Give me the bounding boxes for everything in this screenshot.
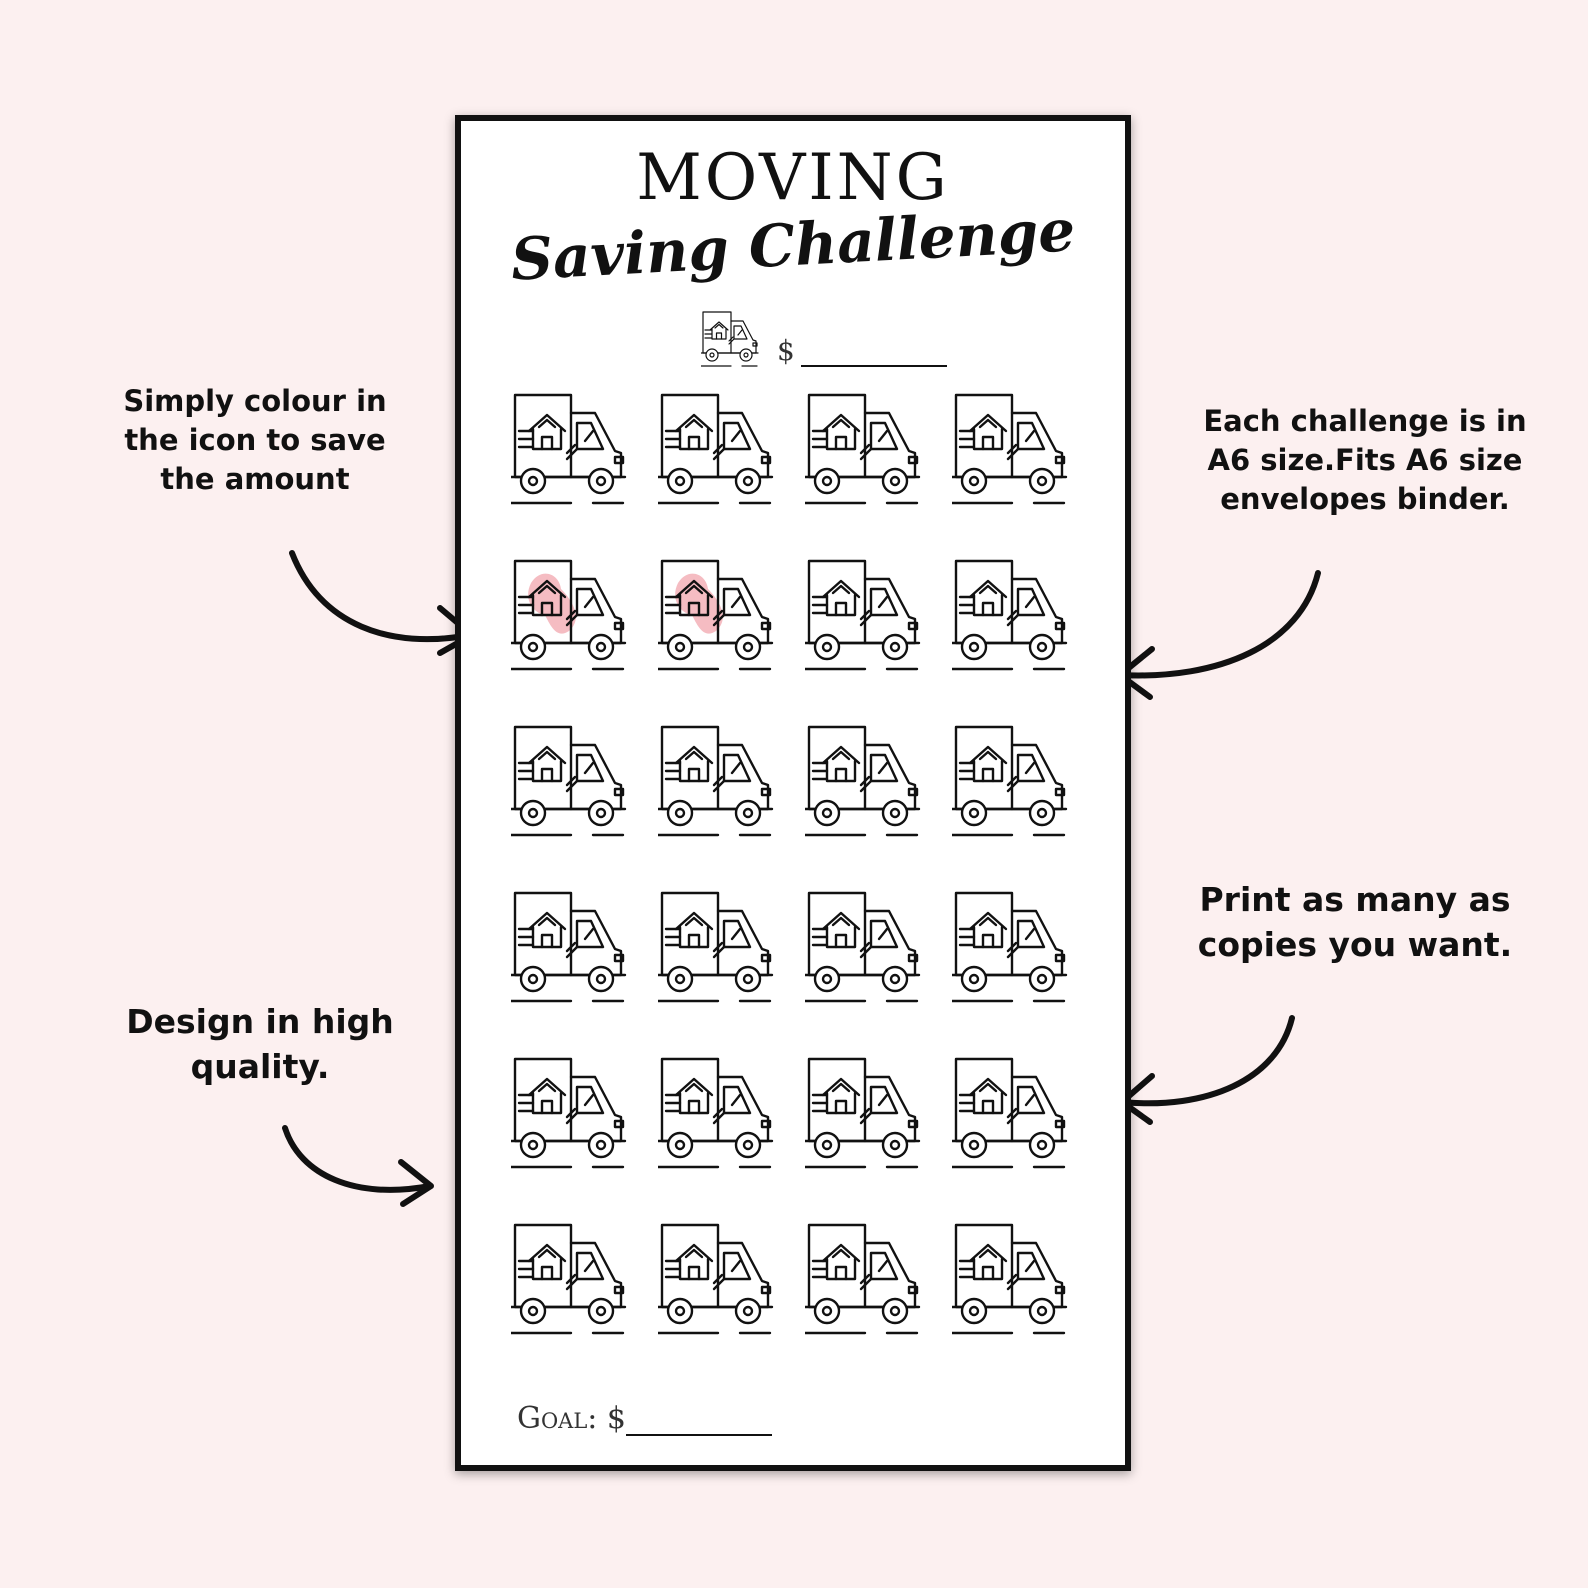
truck-cell[interactable]	[805, 891, 952, 1057]
truck-cell[interactable]	[658, 891, 805, 1057]
moving-truck-icon	[805, 393, 925, 505]
truck-cell[interactable]	[658, 725, 805, 891]
moving-truck-icon	[805, 891, 925, 1003]
annotation-colour-in: Simply colour in the icon to save the am…	[123, 384, 387, 497]
truck-cell[interactable]	[511, 891, 658, 1057]
moving-truck-icon	[511, 559, 631, 671]
moving-truck-icon	[511, 1057, 631, 1169]
moving-truck-icon	[658, 1223, 778, 1335]
currency-symbol: $	[777, 334, 795, 367]
moving-truck-icon	[658, 1057, 778, 1169]
moving-truck-icon	[952, 1057, 1072, 1169]
moving-truck-icon	[658, 891, 778, 1003]
truck-cell[interactable]	[658, 1223, 805, 1389]
truck-cell[interactable]	[952, 393, 1099, 559]
moving-truck-icon	[511, 393, 631, 505]
moving-truck-icon	[805, 559, 925, 671]
truck-cell[interactable]	[952, 725, 1099, 891]
annotation-a6-size: Each challenge is in A6 size.Fits A6 siz…	[1203, 404, 1527, 517]
annotation-high-quality: Design in high quality.	[126, 1002, 394, 1086]
savings-challenge-card: MOVING Saving Challenge $ Goal: $	[455, 115, 1131, 1471]
truck-cell[interactable]	[511, 1223, 658, 1389]
amount-field: $	[701, 311, 947, 367]
moving-truck-icon	[511, 725, 631, 837]
truck-cell[interactable]	[511, 1057, 658, 1223]
moving-truck-icon	[658, 559, 778, 671]
truck-cell[interactable]	[952, 559, 1099, 725]
annotation-print-copies: Print as many as copies you want.	[1197, 880, 1513, 964]
moving-truck-icon	[952, 725, 1072, 837]
truck-cell[interactable]	[805, 559, 952, 725]
truck-cell[interactable]	[952, 1223, 1099, 1389]
truck-cell[interactable]	[511, 559, 658, 725]
truck-cell[interactable]	[511, 393, 658, 559]
goal-field: Goal: $	[517, 1401, 773, 1436]
goal-blank-line[interactable]	[626, 1404, 773, 1436]
moving-truck-icon	[952, 891, 1072, 1003]
moving-truck-icon	[701, 311, 761, 367]
truck-cell[interactable]	[658, 1057, 805, 1223]
moving-truck-icon	[805, 725, 925, 837]
moving-truck-icon	[658, 725, 778, 837]
truck-cell[interactable]	[805, 393, 952, 559]
moving-truck-icon	[805, 1057, 925, 1169]
curved-arrow-icon	[1117, 570, 1321, 700]
truck-cell[interactable]	[952, 891, 1099, 1057]
truck-cell[interactable]	[805, 725, 952, 891]
moving-truck-icon	[952, 1223, 1072, 1335]
curved-arrow-icon	[282, 1125, 434, 1207]
truck-cell[interactable]	[658, 559, 805, 725]
moving-truck-icon	[658, 393, 778, 505]
moving-truck-icon	[805, 1223, 925, 1335]
truck-cell[interactable]	[511, 725, 658, 891]
truck-grid	[511, 393, 1101, 1389]
truck-cell[interactable]	[952, 1057, 1099, 1223]
goal-label: Goal: $	[517, 1401, 627, 1436]
moving-truck-icon	[952, 559, 1072, 671]
card-title: MOVING	[636, 141, 950, 215]
truck-cell[interactable]	[805, 1057, 952, 1223]
curved-arrow-icon	[1119, 1015, 1295, 1125]
moving-truck-icon	[952, 393, 1072, 505]
moving-truck-icon	[511, 1223, 631, 1335]
amount-blank-line[interactable]	[800, 335, 947, 367]
truck-cell[interactable]	[658, 393, 805, 559]
truck-cell[interactable]	[805, 1223, 952, 1389]
moving-truck-icon	[511, 891, 631, 1003]
